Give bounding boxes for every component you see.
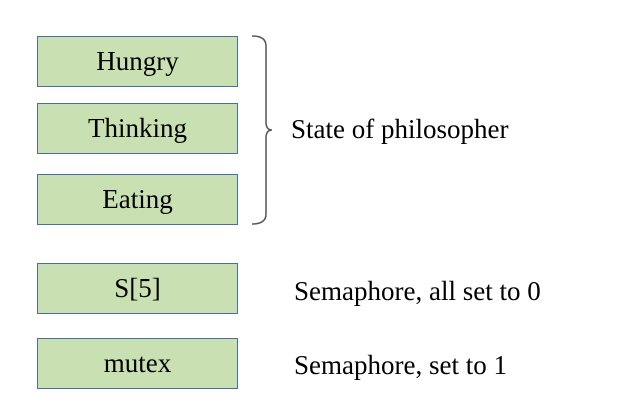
state-box-eating: Eating: [37, 174, 238, 225]
semaphore-box-mutex: mutex: [37, 338, 238, 389]
semaphore-box-s5: S[5]: [37, 263, 238, 314]
semaphore-s5-description: Semaphore, all set to 0: [294, 276, 541, 306]
state-group-label: State of philosopher: [291, 114, 509, 144]
state-box-thinking: Thinking: [37, 103, 238, 154]
semaphore-mutex-description: Semaphore, set to 1: [294, 350, 507, 380]
state-box-hungry: Hungry: [37, 36, 238, 87]
